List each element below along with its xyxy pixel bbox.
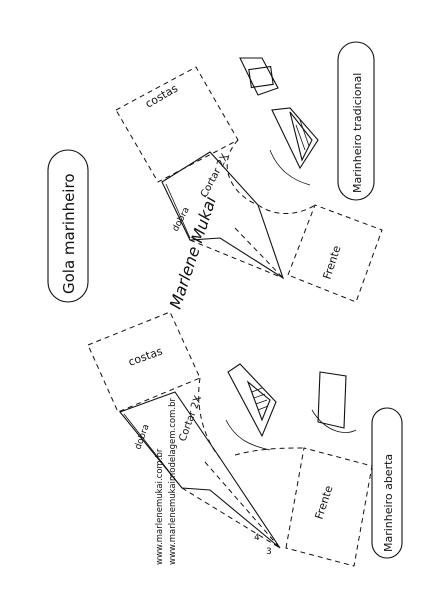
pattern-traditional: costas dobra Cortar 2X Frente Marinheiro… <box>115 41 383 303</box>
traditional-sketch-back <box>239 57 279 96</box>
open-guide-1 <box>181 487 281 549</box>
title-group: Gola marinheiro <box>47 149 89 303</box>
traditional-front-label: Frente <box>320 244 343 281</box>
traditional-label: Marinheiro tradicional <box>351 73 364 193</box>
open-sketch-stripes <box>251 387 269 411</box>
open-sketch-front <box>227 363 277 438</box>
traditional-fold-line <box>165 183 191 239</box>
open-front-label: Frente <box>312 484 335 521</box>
traditional-front-piece <box>287 204 383 303</box>
title-bubble <box>47 149 89 303</box>
open-back-piece <box>87 311 201 413</box>
open-sketch-back <box>317 371 347 429</box>
open-neck-curve <box>198 377 221 459</box>
open-back-label: costas <box>127 344 165 368</box>
open-sketch-shoulder <box>225 419 271 451</box>
url-line-1: www.marlenemukai.com.br <box>155 448 165 565</box>
open-neck-curve-2 <box>234 447 305 456</box>
open-measure-a: 4 <box>254 533 260 543</box>
open-label: Marinheiro aberta <box>382 454 395 552</box>
url-group: www.marlenemukai.com.br www.marlenemukai… <box>155 397 178 565</box>
open-label-bubble <box>371 407 403 559</box>
open-measure-b: 3 <box>266 547 272 557</box>
traditional-cut-label: Cortar 2X <box>199 152 231 199</box>
traditional-sketch-shoulder <box>269 149 311 186</box>
open-collar-piece <box>119 391 281 549</box>
open-fold-line <box>123 413 183 489</box>
open-sketch-back-curve <box>311 409 357 433</box>
open-sketch <box>225 363 357 451</box>
page-title: Gola marinheiro <box>60 174 78 295</box>
traditional-fold-label: dobra <box>171 206 192 234</box>
open-sketch-collar <box>246 380 271 422</box>
traditional-sketch-collar-back <box>248 65 274 89</box>
traditional-guide-1 <box>189 239 284 279</box>
traditional-sketch-collar <box>289 111 313 162</box>
open-guide-2 <box>204 461 281 549</box>
traditional-neck-curve <box>226 139 259 206</box>
url-line-2: www.marlenemukaimodelagem.com.br <box>168 397 178 565</box>
traditional-back-label: costas <box>143 82 180 111</box>
traditional-sketch <box>239 57 319 186</box>
traditional-sketch-stripes <box>295 119 310 151</box>
traditional-guide-2 <box>234 227 284 279</box>
pattern-open: costas dobra Cortar 2X 4 3 Frente Marinh… <box>87 311 403 567</box>
traditional-sketch-front <box>271 107 319 170</box>
signature: Marlene Mukai <box>166 194 220 312</box>
traditional-label-bubble <box>337 41 375 201</box>
traditional-neck-curve-2 <box>257 204 316 214</box>
